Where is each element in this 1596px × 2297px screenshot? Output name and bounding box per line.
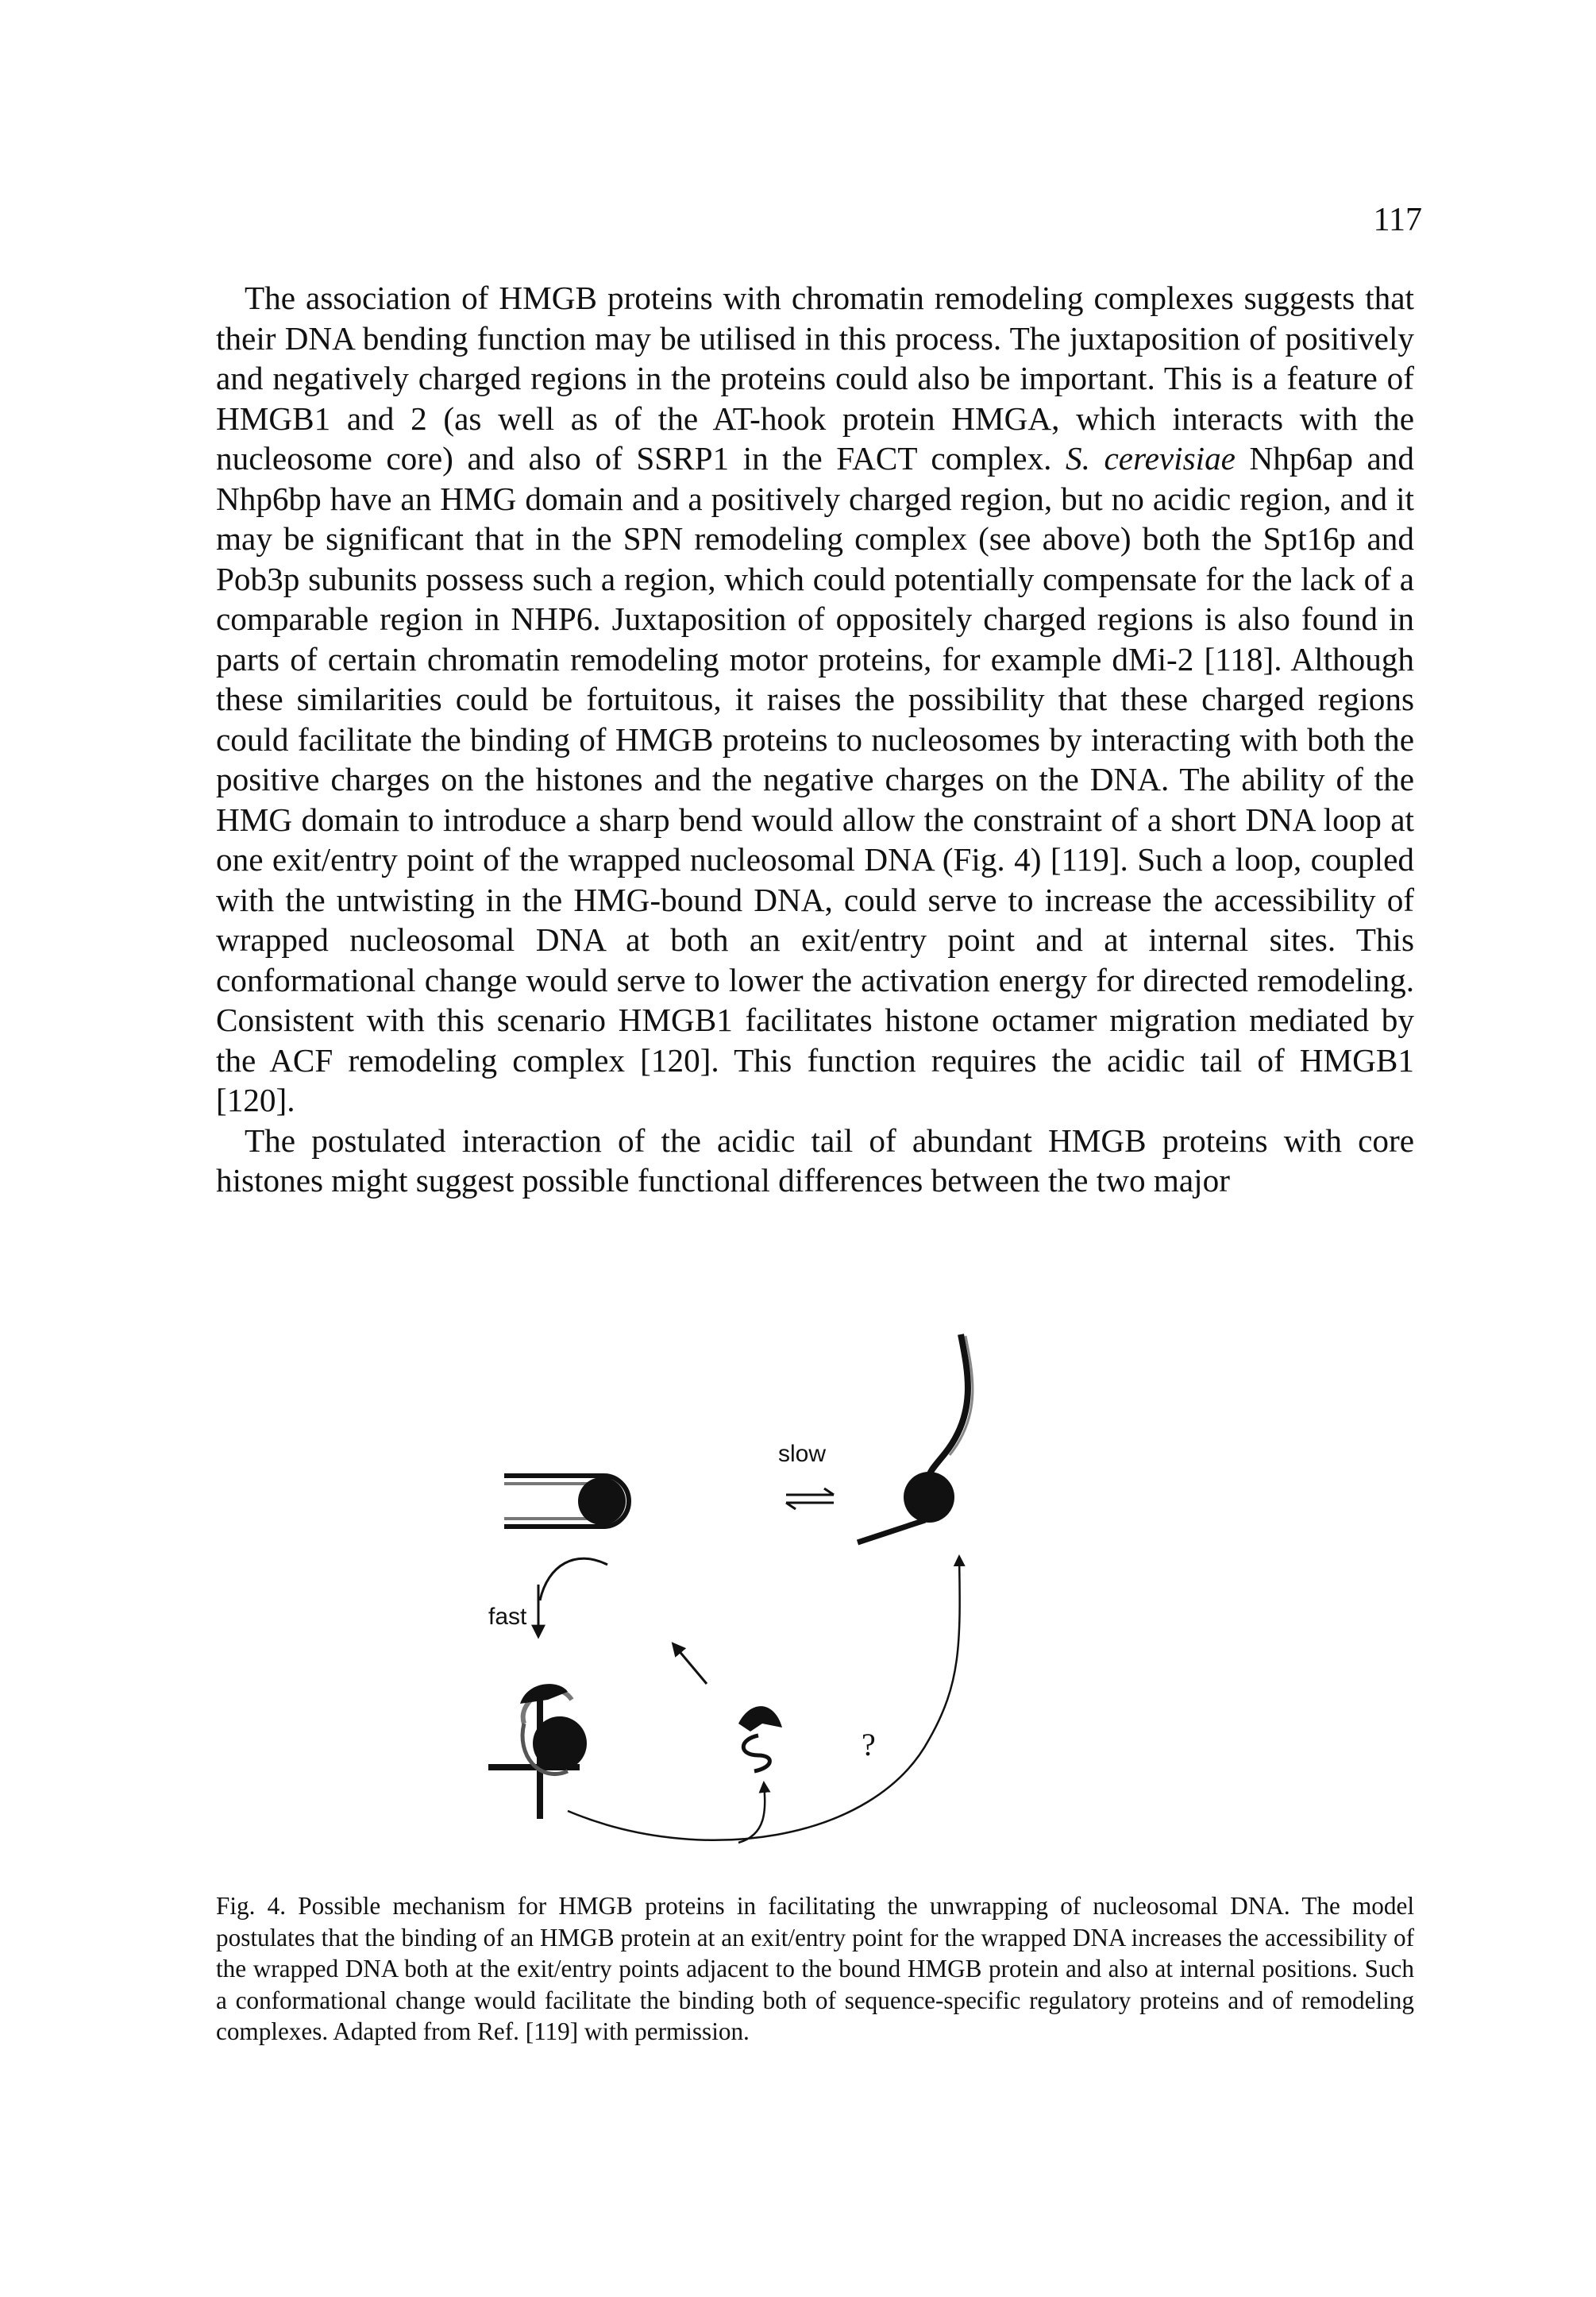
page-number: 117 (1373, 202, 1422, 238)
figure-caption: Fig. 4. Possible mechanism for HMGB prot… (216, 1892, 1414, 2045)
paragraph-1-part-1: The association of HMGB proteins with ch… (216, 280, 1414, 477)
arrow-fast-curve (538, 1557, 608, 1601)
body-text: The association of HMGB proteins with ch… (216, 278, 1414, 1201)
species-name-italic: S. cerevisiae (1066, 440, 1236, 477)
label-slow: slow (778, 1441, 826, 1467)
nucleosome-wrapped (504, 1473, 631, 1529)
paragraph-1: The association of HMGB proteins with ch… (216, 278, 1414, 1121)
arrow-diagonal (671, 1642, 708, 1685)
nucleosome-unwrapped (856, 1334, 974, 1546)
label-fast: fast (488, 1604, 527, 1630)
figure-4: slow fast (461, 1326, 1175, 1882)
nucleosome-hmgb-bound (488, 1684, 587, 1819)
paragraph-2: The postulated interaction of the acidic… (216, 1121, 1414, 1199)
label-question: ? (862, 1727, 876, 1762)
arrow-long-curve (567, 1554, 966, 1841)
arrow-to-protein (738, 1781, 771, 1844)
figure-4-diagram: slow fast (488, 1334, 974, 1844)
hmgb-protein (738, 1706, 782, 1774)
paragraph-1-part-2: Nhp6ap and Nhp6bp have an HMG domain and… (216, 440, 1414, 1118)
equilibrium-arrows (785, 1487, 835, 1511)
